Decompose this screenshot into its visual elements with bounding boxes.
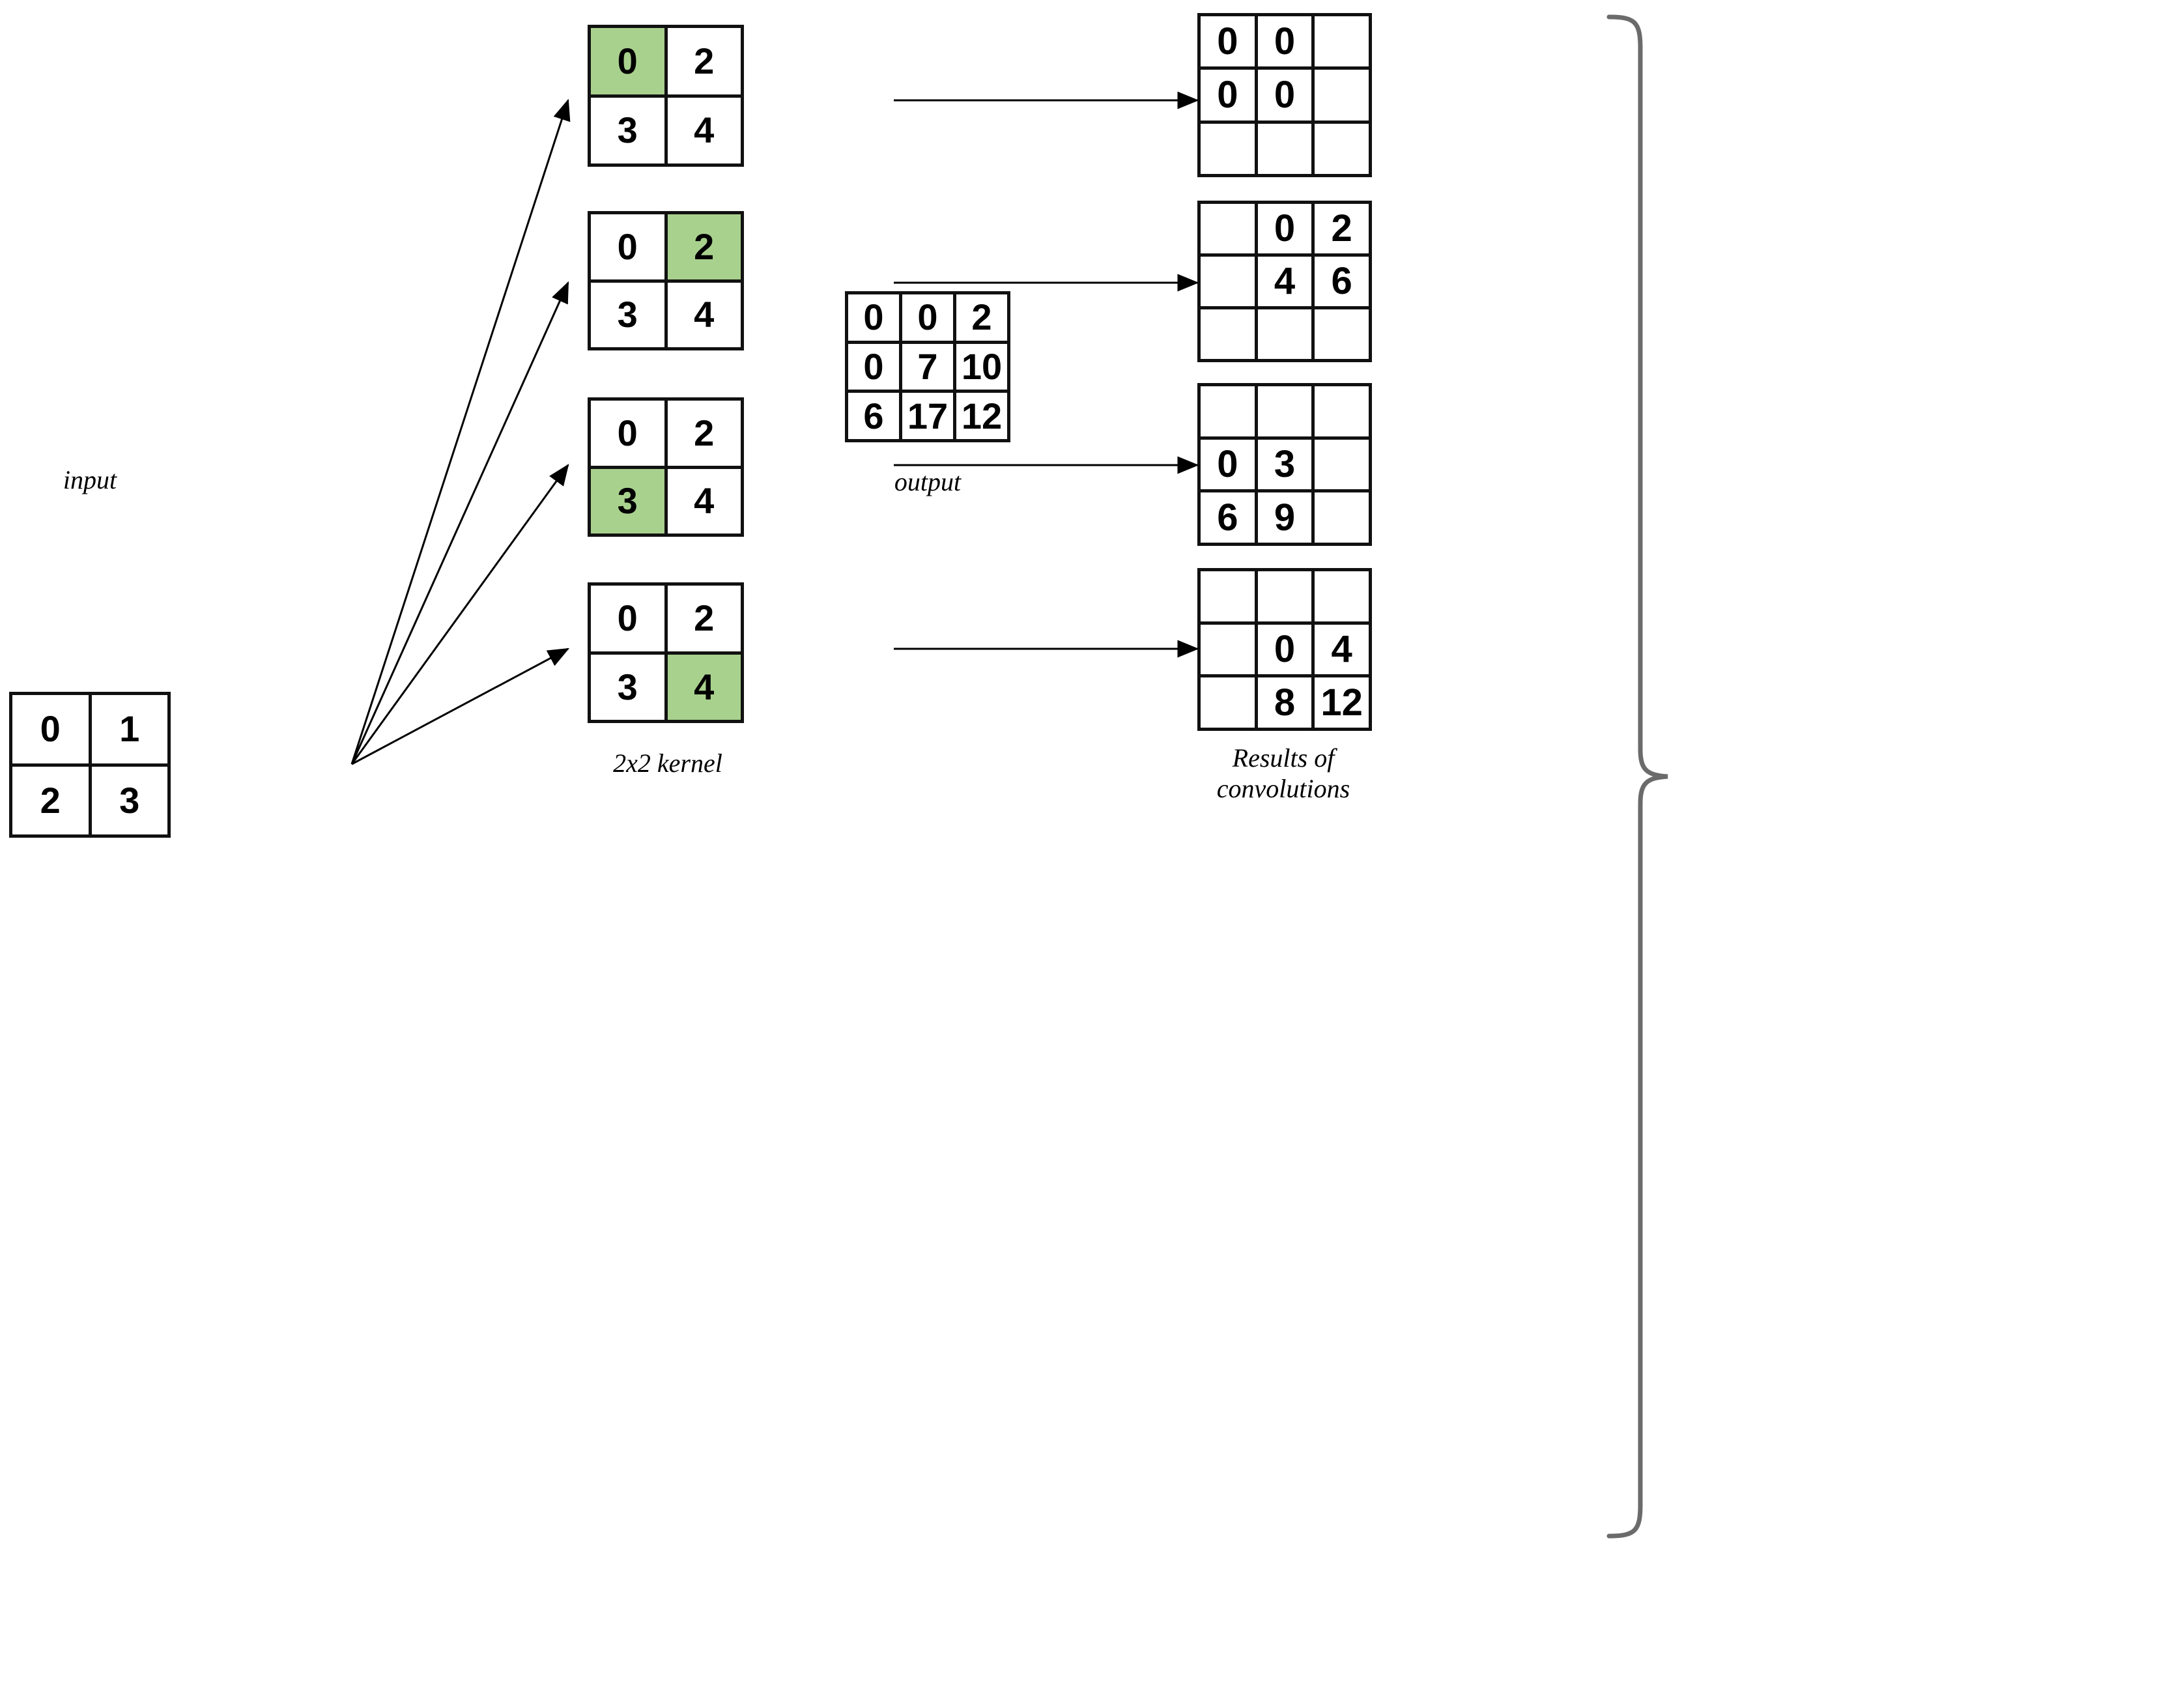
- kernel-cell: 2: [667, 28, 744, 98]
- result-cell: 2: [1315, 204, 1372, 257]
- input-matrix: 0 1 2 3: [9, 692, 171, 838]
- result-cell: [1315, 16, 1372, 70]
- result-cell: [1257, 386, 1315, 440]
- kernel-matrix-1: 0 2 3 4: [588, 25, 744, 167]
- output-cell: 10: [956, 343, 1010, 393]
- result-cell: 0: [1257, 16, 1315, 70]
- result-cell: [1257, 571, 1315, 625]
- result-cell: [1201, 309, 1258, 362]
- kernel-cell: 4: [667, 282, 744, 350]
- result-cell: [1201, 677, 1258, 731]
- result-cell: 4: [1257, 257, 1315, 309]
- result-cell: 6: [1315, 257, 1372, 309]
- result-cell: 0: [1201, 70, 1258, 124]
- input-cell: 2: [12, 766, 92, 838]
- kernel-cell: 0: [591, 28, 668, 98]
- kernel-caption: 2x2 kernel: [613, 748, 722, 778]
- result-cell: [1201, 571, 1258, 625]
- kernel-cell: 3: [591, 654, 668, 723]
- kernel-matrix-4: 0 2 3 4: [588, 582, 744, 723]
- result-cell: [1201, 257, 1258, 309]
- output-cell: 12: [956, 393, 1010, 442]
- kernel-cell: 4: [667, 97, 744, 167]
- kernel-cell: 3: [591, 97, 668, 167]
- kernel-cell: 2: [667, 586, 744, 655]
- result-cell: 0: [1257, 624, 1315, 678]
- output-cell: 0: [902, 294, 956, 344]
- result-cell: 0: [1201, 16, 1258, 70]
- result-cell: [1315, 386, 1372, 440]
- result-cell: 0: [1201, 439, 1258, 493]
- result-cell: [1315, 309, 1372, 362]
- result-cell: [1315, 439, 1372, 493]
- result-matrix-1: 0 0 0 0: [1197, 13, 1372, 177]
- result-cell: [1201, 204, 1258, 257]
- result-cell: [1315, 70, 1372, 124]
- result-cell: 6: [1201, 492, 1258, 546]
- result-cell: [1257, 123, 1315, 177]
- result-cell: [1315, 123, 1372, 177]
- output-cell: 17: [902, 393, 956, 442]
- result-cell: [1201, 386, 1258, 440]
- input-cell: 0: [12, 695, 92, 767]
- result-cell: [1315, 492, 1372, 546]
- kernel-cell: 4: [667, 468, 744, 537]
- kernel-matrix-2: 0 2 3 4: [588, 211, 744, 350]
- input-cell: 3: [91, 766, 171, 838]
- output-caption: output: [894, 467, 962, 496]
- kernel-matrix-3: 0 2 3 4: [588, 397, 744, 537]
- fanout-arrows: [350, 98, 571, 765]
- kernel-cell: 0: [591, 214, 668, 283]
- kernel-cell: 3: [591, 282, 668, 350]
- fanout-arrow-3: [350, 464, 569, 765]
- input-caption: input: [63, 465, 117, 494]
- kernel-cell: 2: [667, 214, 744, 283]
- result-cell: 12: [1315, 677, 1372, 731]
- fanout-arrow-2: [350, 281, 569, 765]
- result-matrix-2: 0 2 4 6: [1197, 201, 1372, 362]
- result-cell: [1315, 571, 1372, 625]
- kernel-cell: 4: [667, 654, 744, 723]
- output-cell: 7: [902, 343, 956, 393]
- result-matrix-4: 0 4 8 12: [1197, 568, 1372, 731]
- result-cell: 4: [1315, 624, 1372, 678]
- kernel-cell: 0: [591, 586, 668, 655]
- result-cell: 3: [1257, 439, 1315, 493]
- result-cell: [1257, 309, 1315, 362]
- output-cell: 0: [848, 294, 902, 344]
- output-cell: 0: [848, 343, 902, 393]
- fanout-arrow-4: [351, 648, 570, 765]
- result-cell: 0: [1257, 204, 1315, 257]
- fanout-arrow-1: [350, 98, 571, 765]
- kernel-cell: 0: [591, 401, 668, 469]
- result-matrix-3: 0 3 6 9: [1197, 383, 1372, 546]
- output-cell: 2: [956, 294, 1010, 344]
- results-caption: Results of convolutions: [1216, 743, 1350, 804]
- result-cell: [1201, 123, 1258, 177]
- kernel-cell: 2: [667, 401, 744, 469]
- result-cell: [1201, 624, 1258, 678]
- output-cell: 6: [848, 393, 902, 442]
- result-cell: 0: [1257, 70, 1315, 124]
- input-cell: 1: [91, 695, 171, 767]
- grouping-brace: [1606, 14, 1668, 1539]
- output-matrix: 0 0 2 0 7 10 6 17 12: [845, 291, 1010, 442]
- result-cell: 9: [1257, 492, 1315, 546]
- kernel-cell: 3: [591, 468, 668, 537]
- result-cell: 8: [1257, 677, 1315, 731]
